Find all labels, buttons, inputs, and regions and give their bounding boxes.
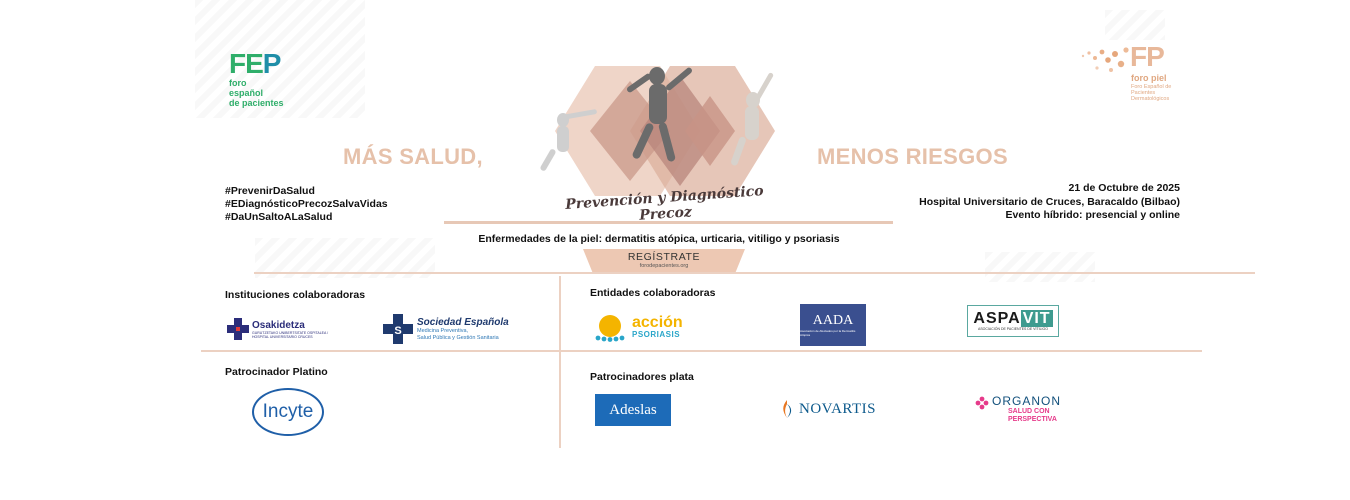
incyte-logo[interactable]: Incyte <box>252 388 324 436</box>
sociedad-mark-icon: S <box>383 314 413 344</box>
novartis-flame-icon <box>783 400 792 418</box>
section-title-plata: Patrocinadores plata <box>590 371 694 383</box>
dots-icon <box>1081 47 1129 72</box>
sociedad-sub1: Medicina Preventiva, <box>417 328 469 334</box>
divider-top <box>254 272 1255 274</box>
divider-middle <box>201 350 1202 352</box>
aspavit-name-b: VIT <box>1020 310 1053 327</box>
sociedad-sub2: Salud Pública y Gestión Sanitaria <box>417 334 499 341</box>
accion-sun-icon <box>595 315 625 342</box>
section-title-instituciones: Instituciones colaboradoras <box>225 289 366 301</box>
slogan-left: MÁS SALUD, <box>343 144 483 169</box>
slogan-right: MENOS RIESGOS <box>817 144 1008 169</box>
adeslas-name: Adeslas <box>595 394 671 426</box>
accion-name: acción <box>632 313 683 331</box>
sociedad-espanola-logo[interactable]: S Sociedad Española Medicina Preventiva,… <box>383 314 509 344</box>
hashtag[interactable]: #EDiagnósticoPrecozSalvaVidas <box>225 198 388 210</box>
foro-piel-logo[interactable]: FP <box>1130 41 1165 72</box>
novartis-name: NOVARTIS <box>799 400 877 417</box>
section-title-entidades: Entidades colaboradoras <box>590 287 716 299</box>
background-texture <box>985 252 1095 282</box>
foro-piel-name: foro piel <box>1131 73 1167 83</box>
background-texture <box>1105 10 1165 40</box>
organon-name: ORGANON <box>992 394 1062 408</box>
adeslas-logo[interactable]: Adeslas <box>595 394 671 426</box>
hashtag[interactable]: #DaUnSaltoALaSalud <box>225 211 333 223</box>
organon-logo[interactable]: ORGANON SALUD CON PERSPECTIVA <box>974 395 1061 423</box>
event-venue: Hospital Universitario de Cruces, Baraca… <box>919 195 1180 208</box>
divider-vertical <box>559 276 561 448</box>
event-info: 21 de Octubre de 2025 Hospital Universit… <box>880 182 1180 223</box>
event-date: 21 de Octubre de 2025 <box>1068 182 1180 194</box>
novartis-logo[interactable]: NOVARTIS <box>779 399 876 419</box>
organon-sub1: SALUD CON <box>1008 408 1050 415</box>
osakidetza-name: Osakidetza <box>252 319 305 331</box>
fep-logo-mark-green: FE <box>229 48 264 79</box>
section-title-platino: Patrocinador Platino <box>225 366 328 378</box>
organon-flower-icon <box>975 396 989 410</box>
organon-sub2: PERSPECTIVA <box>1008 415 1057 423</box>
osakidetza-cross-icon <box>227 318 249 340</box>
event-format: Evento híbrido: presencial y online <box>1005 209 1180 221</box>
fep-logo-text: foro español de pacientes <box>229 78 309 108</box>
background-texture <box>195 0 365 118</box>
aspavit-name-a: ASPA <box>973 310 1021 327</box>
osakidetza-sub: GURUTZETAKO UNIBERTSITATE OSPITALEA / HO… <box>252 330 329 339</box>
fep-logo-mark-blue: P <box>262 48 282 79</box>
aada-sub: Asociación de Afectados por la Dermatiti… <box>800 329 856 337</box>
osakidetza-logo[interactable]: Osakidetza GURUTZETAKO UNIBERTSITATE OSP… <box>227 318 332 340</box>
svg-text:S: S <box>394 325 401 337</box>
aspavit-sub: ASOCIACIÓN DE PACIENTES DE VITILIGO <box>978 327 1048 331</box>
hero-illustration <box>540 66 775 196</box>
sociedad-name: Sociedad Española <box>417 317 509 328</box>
fep-logo-line: español <box>229 88 264 98</box>
hashtag[interactable]: #PrevenirDaSalud <box>225 185 315 197</box>
register-button-url: forodepacientes.org <box>639 263 689 269</box>
hero-underline <box>444 221 893 224</box>
background-texture <box>255 238 435 278</box>
aada-logo[interactable]: AADA Asociación de Afectados por la Derm… <box>800 304 866 346</box>
hashtag-list: #PrevenirDaSalud #EDiagnósticoPrecozSalv… <box>225 185 388 224</box>
fep-logo-line: foro <box>229 78 247 88</box>
register-button-label: REGÍSTRATE <box>627 251 701 263</box>
register-button[interactable]: REGÍSTRATE forodepacientes.org <box>583 249 745 273</box>
event-subtitle: Enfermedades de la piel: dermatitis atóp… <box>478 233 840 245</box>
fep-logo-line: de pacientes <box>229 98 284 108</box>
accion-sub: PSORIASIS <box>632 329 681 339</box>
aada-name: AADA <box>812 313 854 328</box>
foro-piel-tagline: Foro Español de Pacientes Dermatológicos <box>1131 84 1172 102</box>
fep-logo[interactable]: FEP <box>229 48 282 79</box>
accion-psoriasis-logo[interactable]: acción PSORIASIS <box>594 312 683 342</box>
incyte-name: Incyte <box>252 388 324 436</box>
